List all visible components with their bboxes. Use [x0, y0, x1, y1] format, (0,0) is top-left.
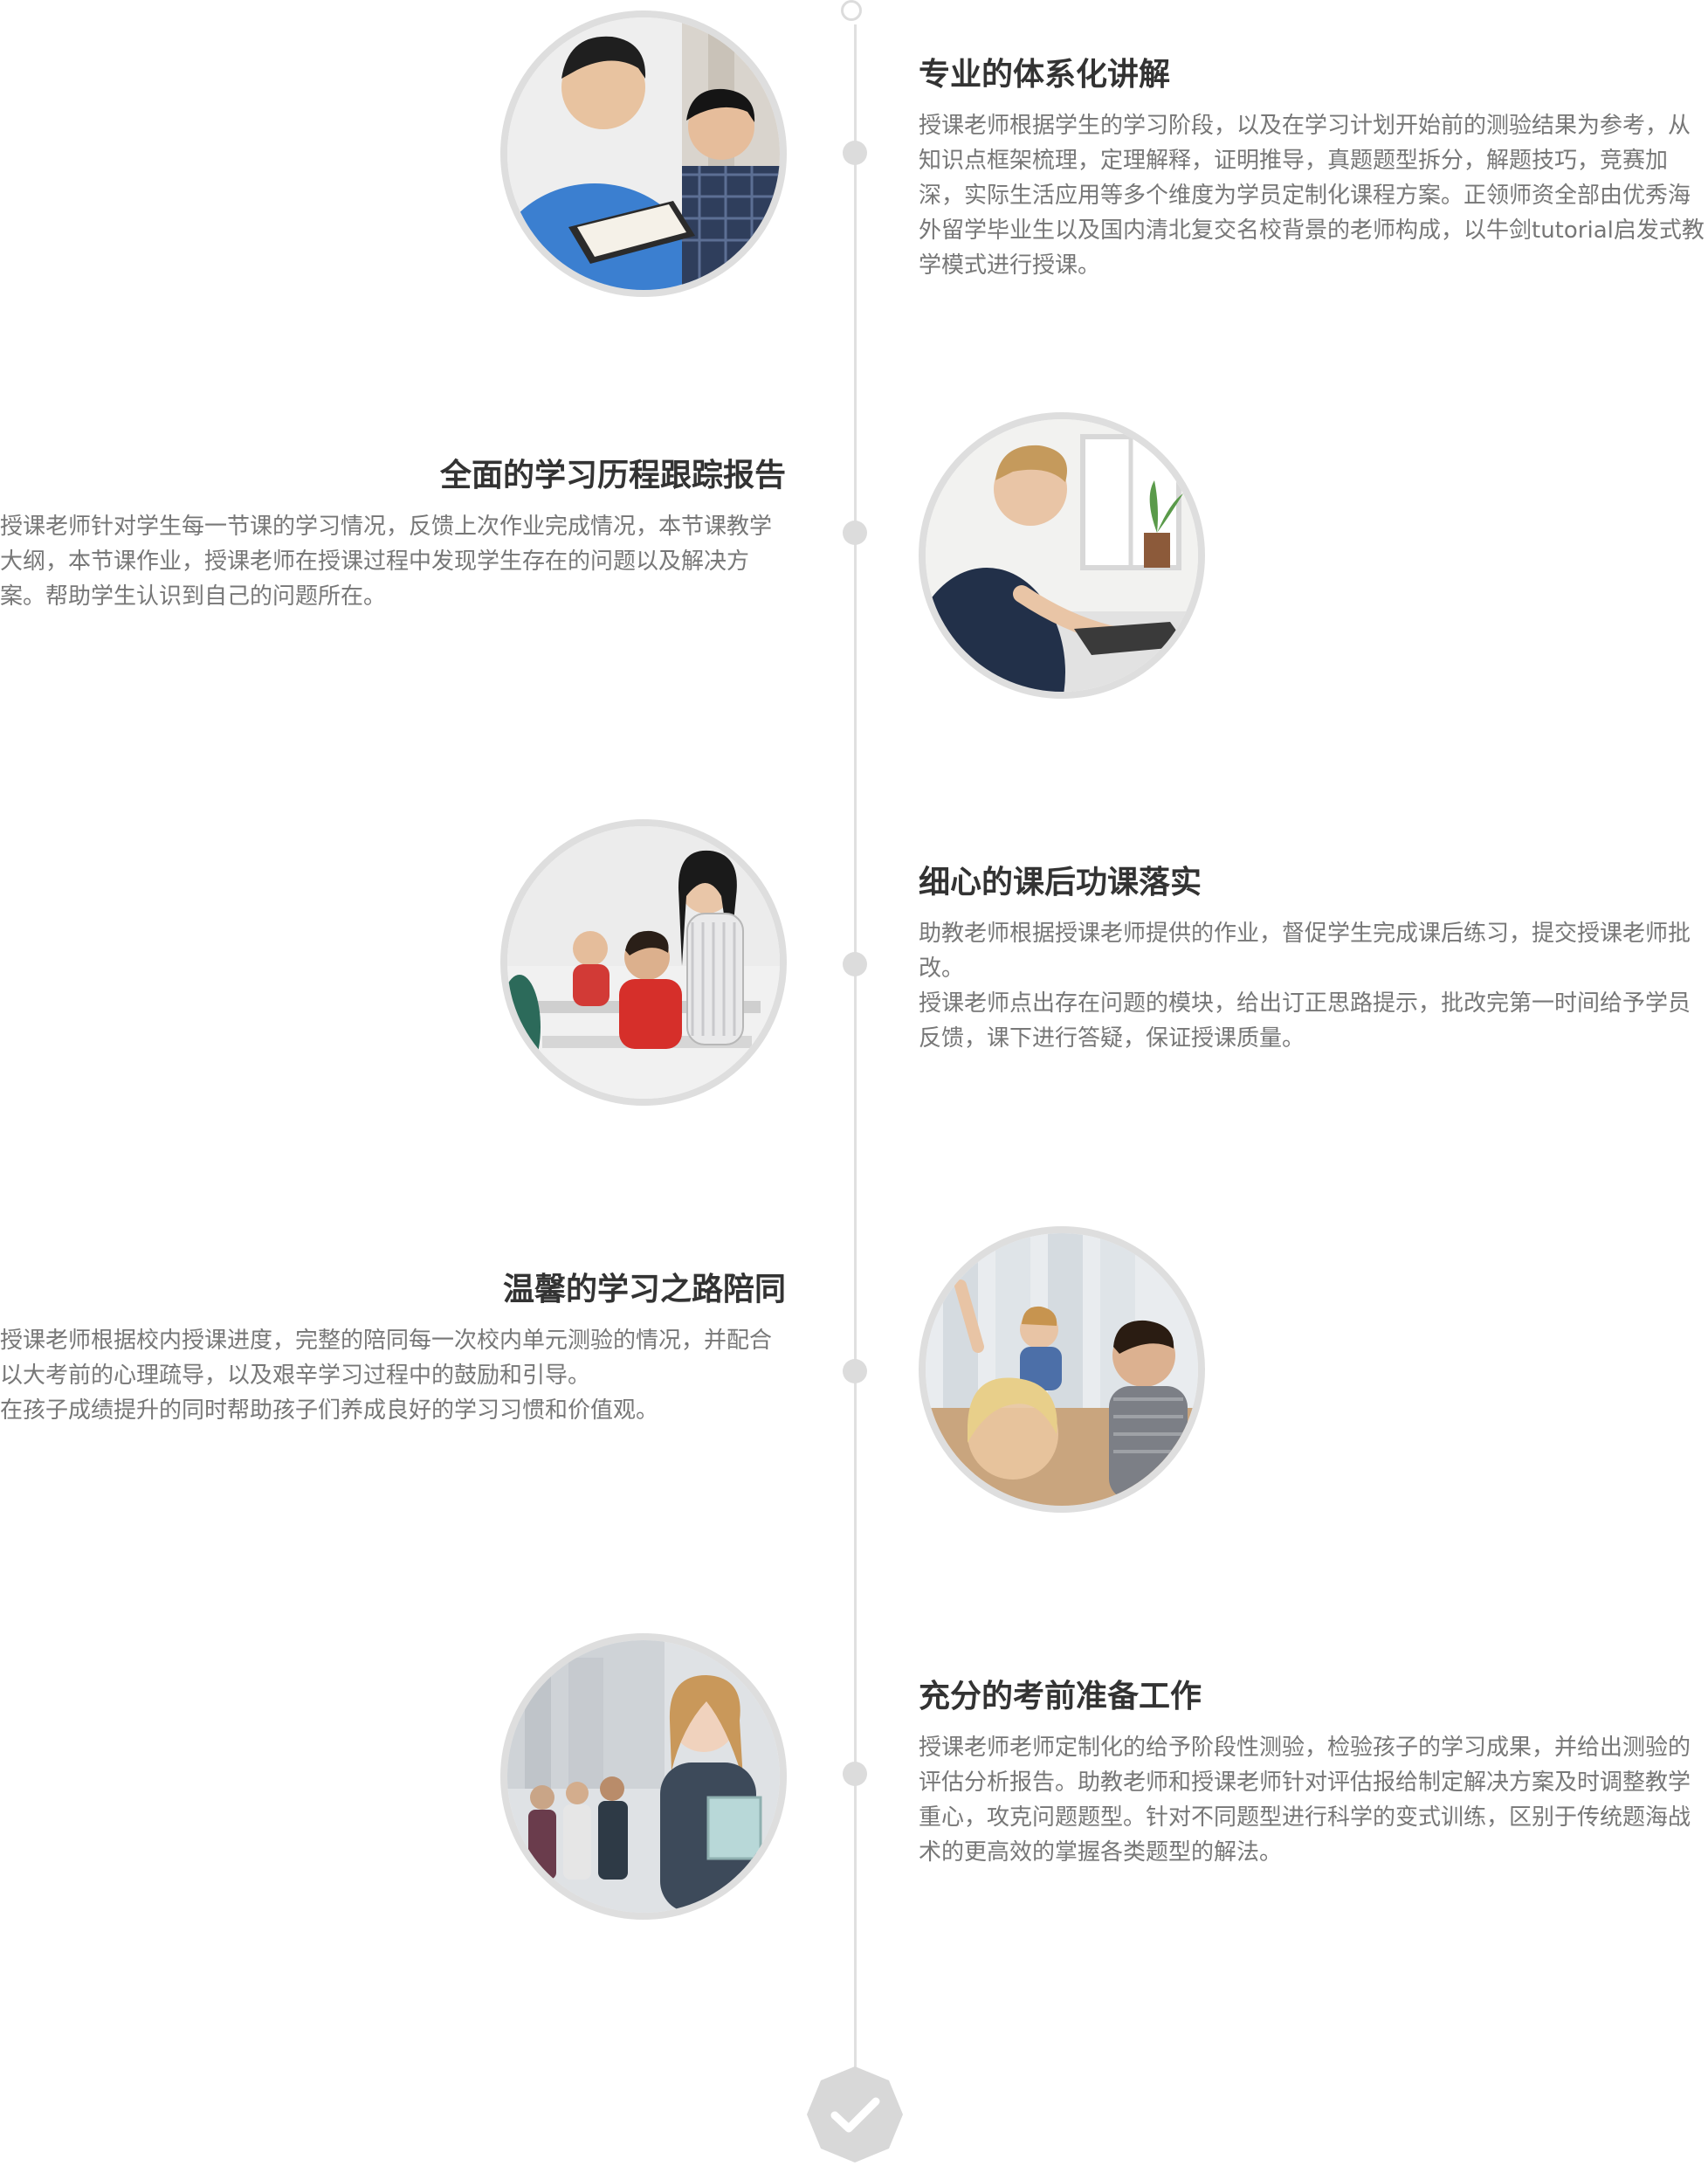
- student-typing-laptop-photo: [919, 412, 1205, 699]
- timeline-start-marker: [841, 0, 862, 21]
- feature-description: 助教老师根据授课老师提供的作业，督促学生完成课后练习，提交授课老师批改。 授课老…: [919, 916, 1708, 1056]
- student-with-books-photo: [500, 1633, 787, 1920]
- timeline-dot-2: [843, 521, 867, 545]
- feature-title: 专业的体系化讲解: [919, 57, 1171, 93]
- feature-description: 授课老师针对学生每一节课的学习情况，反馈上次作业完成情况，本节课教学大纲，本节课…: [0, 509, 786, 614]
- feature-title: 全面的学习历程跟踪报告: [439, 458, 786, 493]
- feature-item-1: 专业的体系化讲解 授课老师根据学生的学习阶段，以及在学习计划开始前的测验结果为参…: [919, 52, 1708, 283]
- feature-paragraph: 授课老师点出存在问题的模块，给出订正思路提示，批改完第一时间给予学员反馈，课下进…: [919, 990, 1691, 1052]
- feature-description: 授课老师老师定制化的给予阶段性测验，检验孩子的学习成果，并给出测验的评估分析报告…: [919, 1730, 1708, 1870]
- timeline-dot-3: [843, 952, 867, 976]
- feature-paragraph: 在孩子成绩提升的同时帮助孩子们养成良好的学习习惯和价值观。: [0, 1397, 659, 1424]
- feature-title: 温馨的学习之路陪同: [502, 1272, 786, 1307]
- timeline-finish-badge: [803, 2063, 906, 2166]
- feature-paragraph: 助教老师根据授课老师提供的作业，督促学生完成课后练习，提交授课老师批改。: [919, 921, 1691, 982]
- feature-title: 充分的考前准备工作: [919, 1679, 1202, 1714]
- feature-description: 授课老师根据学生的学习阶段，以及在学习计划开始前的测验结果为参考，从知识点框架梳…: [919, 108, 1708, 283]
- timeline-dot-4: [843, 1359, 867, 1383]
- feature-description: 授课老师根据校内授课进度，完整的陪同每一次校内单元测验的情况，并配合以大考前的心…: [0, 1323, 786, 1428]
- feature-item-4: 温馨的学习之路陪同 授课老师根据校内授课进度，完整的陪同每一次校内单元测验的情况…: [0, 1267, 786, 1428]
- classroom-students-photo: [919, 1226, 1205, 1513]
- feature-item-5: 充分的考前准备工作 授课老师老师定制化的给予阶段性测验，检验孩子的学习成果，并给…: [919, 1674, 1708, 1870]
- feature-title: 细心的课后功课落实: [919, 865, 1202, 900]
- feature-paragraph: 授课老师老师定制化的给予阶段性测验，检验孩子的学习成果，并给出测验的评估分析报告…: [919, 1735, 1691, 1866]
- feature-item-3: 细心的课后功课落实 助教老师根据授课老师提供的作业，督促学生完成课后练习，提交授…: [919, 860, 1708, 1056]
- feature-paragraph: 授课老师根据校内授课进度，完整的陪同每一次校内单元测验的情况，并配合以大考前的心…: [0, 1328, 773, 1389]
- feature-item-2: 全面的学习历程跟踪报告 授课老师针对学生每一节课的学习情况，反馈上次作业完成情况…: [0, 453, 786, 614]
- timeline-line: [854, 24, 857, 2068]
- feature-paragraph: 授课老师针对学生每一节课的学习情况，反馈上次作业完成情况，本节课教学大纲，本节课…: [0, 514, 773, 610]
- teacher-and-student-reading-photo: [500, 10, 787, 297]
- teacher-helping-students-photo: [500, 819, 787, 1106]
- timeline-dot-5: [843, 1762, 867, 1786]
- feature-paragraph: 授课老师根据学生的学习阶段，以及在学习计划开始前的测验结果为参考，从知识点框架梳…: [919, 113, 1705, 279]
- checkmark-icon: [807, 2066, 903, 2163]
- timeline-dot-1: [843, 141, 867, 165]
